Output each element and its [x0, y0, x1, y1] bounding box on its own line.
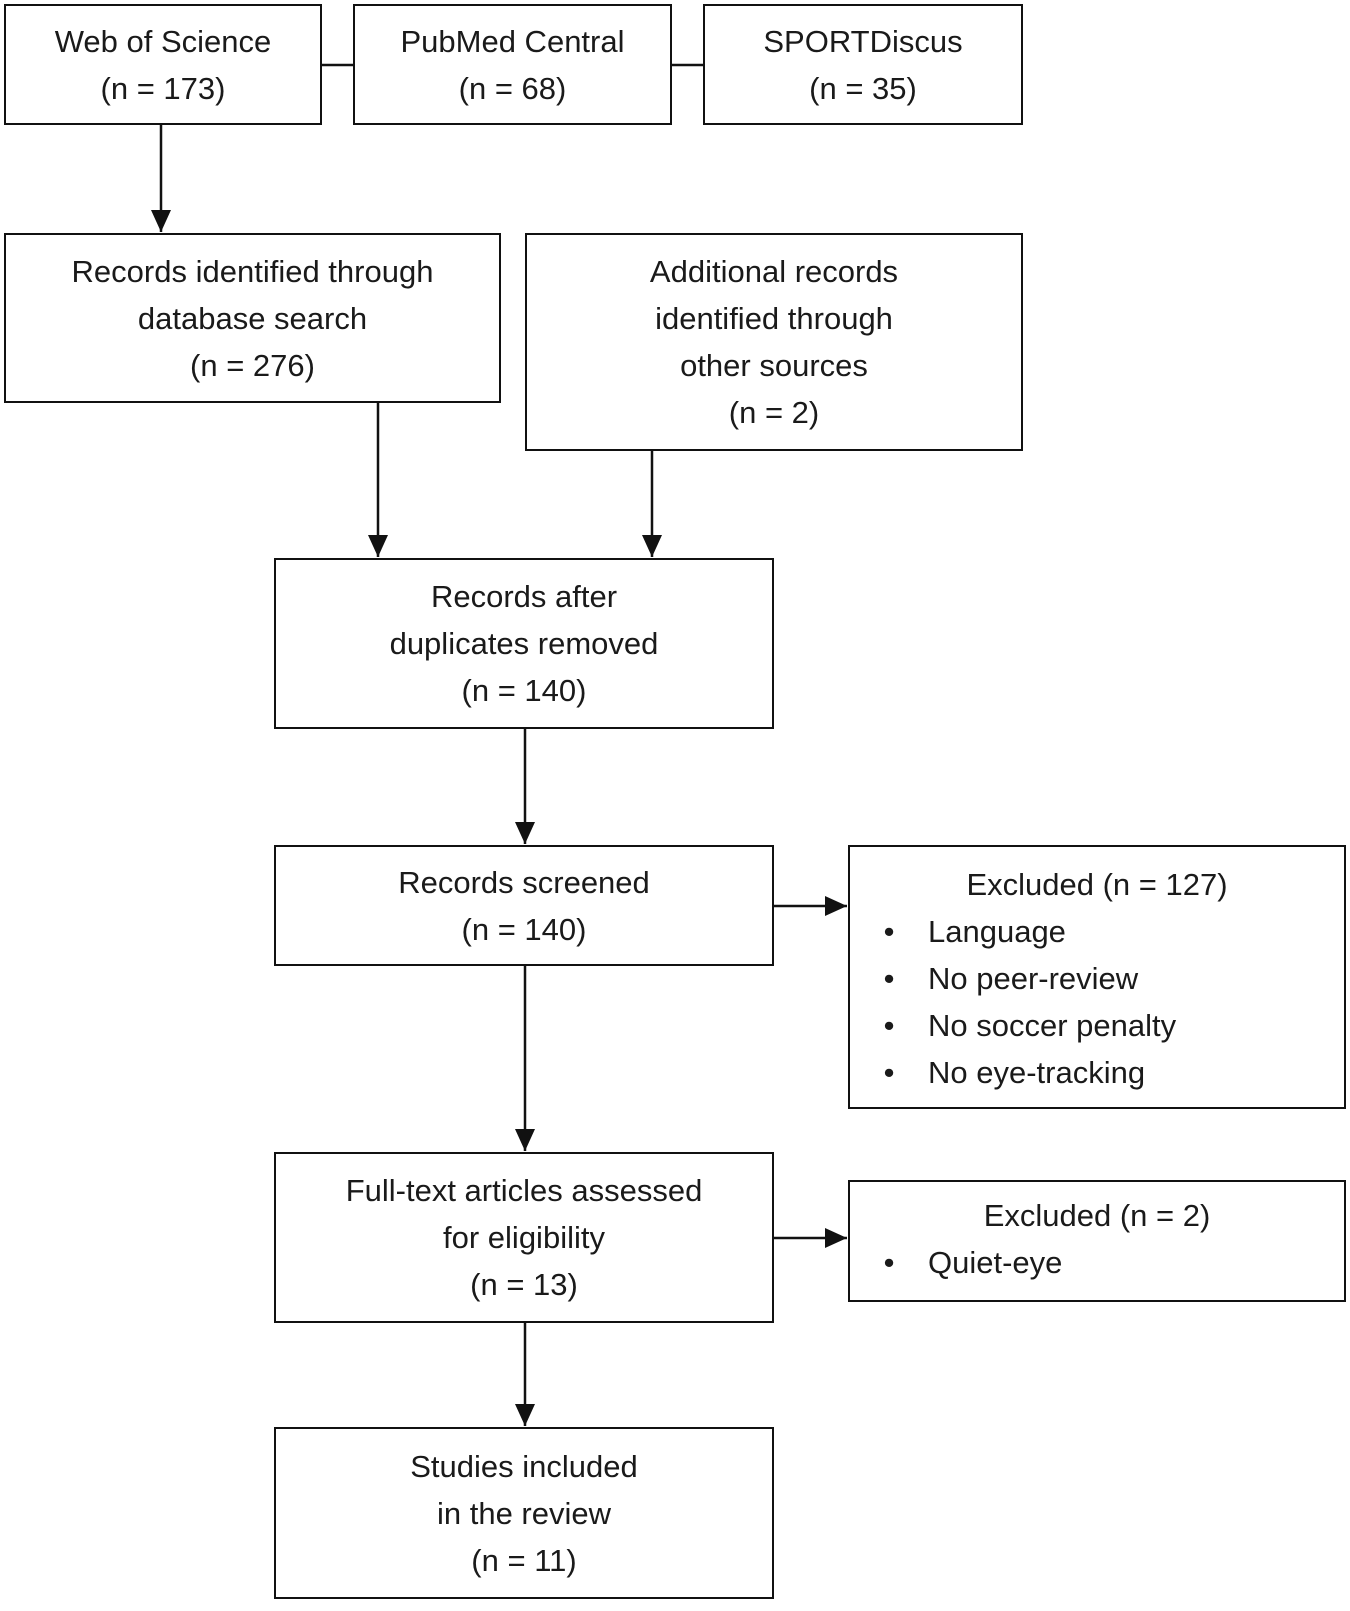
box-line: Records after	[430, 579, 618, 614]
box-count: (n = 2)	[728, 395, 820, 430]
studies-included-box: Studies included in the review (n = 11)	[274, 1427, 774, 1599]
source-sportdiscus: SPORTDiscus (n = 35)	[703, 4, 1023, 125]
reason: No soccer penalty	[928, 1008, 1177, 1043]
full-text-assessed-box: Full-text articles assessed for eligibil…	[274, 1152, 774, 1323]
reason: Quiet-eye	[928, 1245, 1063, 1280]
source-web-of-science: Web of Science (n = 173)	[4, 4, 322, 125]
database-search-box: Records identified through database sear…	[4, 233, 501, 403]
list-item: • No eye-tracking	[850, 1049, 1344, 1096]
list-item: • No soccer penalty	[850, 1002, 1344, 1049]
duplicates-removed-box: Records after duplicates removed (n = 14…	[274, 558, 774, 729]
reason: No peer-review	[928, 961, 1139, 996]
reason: Language	[928, 914, 1066, 949]
box-line: Full-text articles assessed	[345, 1173, 703, 1208]
list-item: • Language	[850, 908, 1344, 955]
box-line: Records identified through	[71, 253, 434, 289]
source-name: SPORTDiscus	[763, 23, 963, 59]
box-line: database search	[137, 300, 368, 336]
additional-records-box: Additional records identified through ot…	[525, 233, 1023, 451]
box-line: Records screened	[398, 864, 650, 900]
box-line: in the review	[436, 1495, 612, 1531]
box-line: other sources	[680, 348, 868, 383]
excluded-screening-box: Excluded (n = 127) • Language • No peer-re…	[848, 845, 1346, 1109]
box-line: identified through	[655, 301, 893, 336]
box-line: Additional records	[649, 254, 899, 289]
bullet-icon: •	[883, 1008, 895, 1043]
bullet-icon: •	[883, 961, 895, 996]
source-name: PubMed Central	[400, 23, 625, 59]
source-count: (n = 35)	[809, 70, 917, 106]
box-count: (n = 13)	[470, 1267, 578, 1302]
box-count: (n = 11)	[471, 1542, 577, 1578]
box-count: (n = 276)	[190, 347, 315, 383]
box-line: Studies included	[410, 1448, 638, 1484]
bullet-icon: •	[883, 1055, 895, 1090]
list-item: • Quiet-eye	[850, 1239, 1344, 1286]
excluded-fulltext-box: Excluded (n = 2) • Quiet-eye	[848, 1180, 1346, 1302]
reason: No eye-tracking	[928, 1055, 1146, 1090]
bullet-icon: •	[883, 914, 895, 949]
box-line: for eligibility	[443, 1220, 605, 1255]
excluded-title: Excluded (n = 127)	[966, 867, 1228, 902]
source-name: Web of Science	[54, 23, 272, 59]
excluded-title: Excluded (n = 2)	[983, 1198, 1211, 1233]
records-screened-box: Records screened (n = 140)	[274, 845, 774, 966]
source-count: (n = 68)	[458, 70, 567, 106]
source-count: (n = 173)	[100, 70, 226, 106]
box-count: (n = 140)	[461, 673, 587, 708]
source-pubmed-central: PubMed Central (n = 68)	[353, 4, 672, 125]
box-line: duplicates removed	[389, 626, 659, 661]
list-item: • No peer-review	[850, 955, 1344, 1002]
bullet-icon: •	[883, 1245, 895, 1280]
box-count: (n = 140)	[461, 911, 587, 947]
